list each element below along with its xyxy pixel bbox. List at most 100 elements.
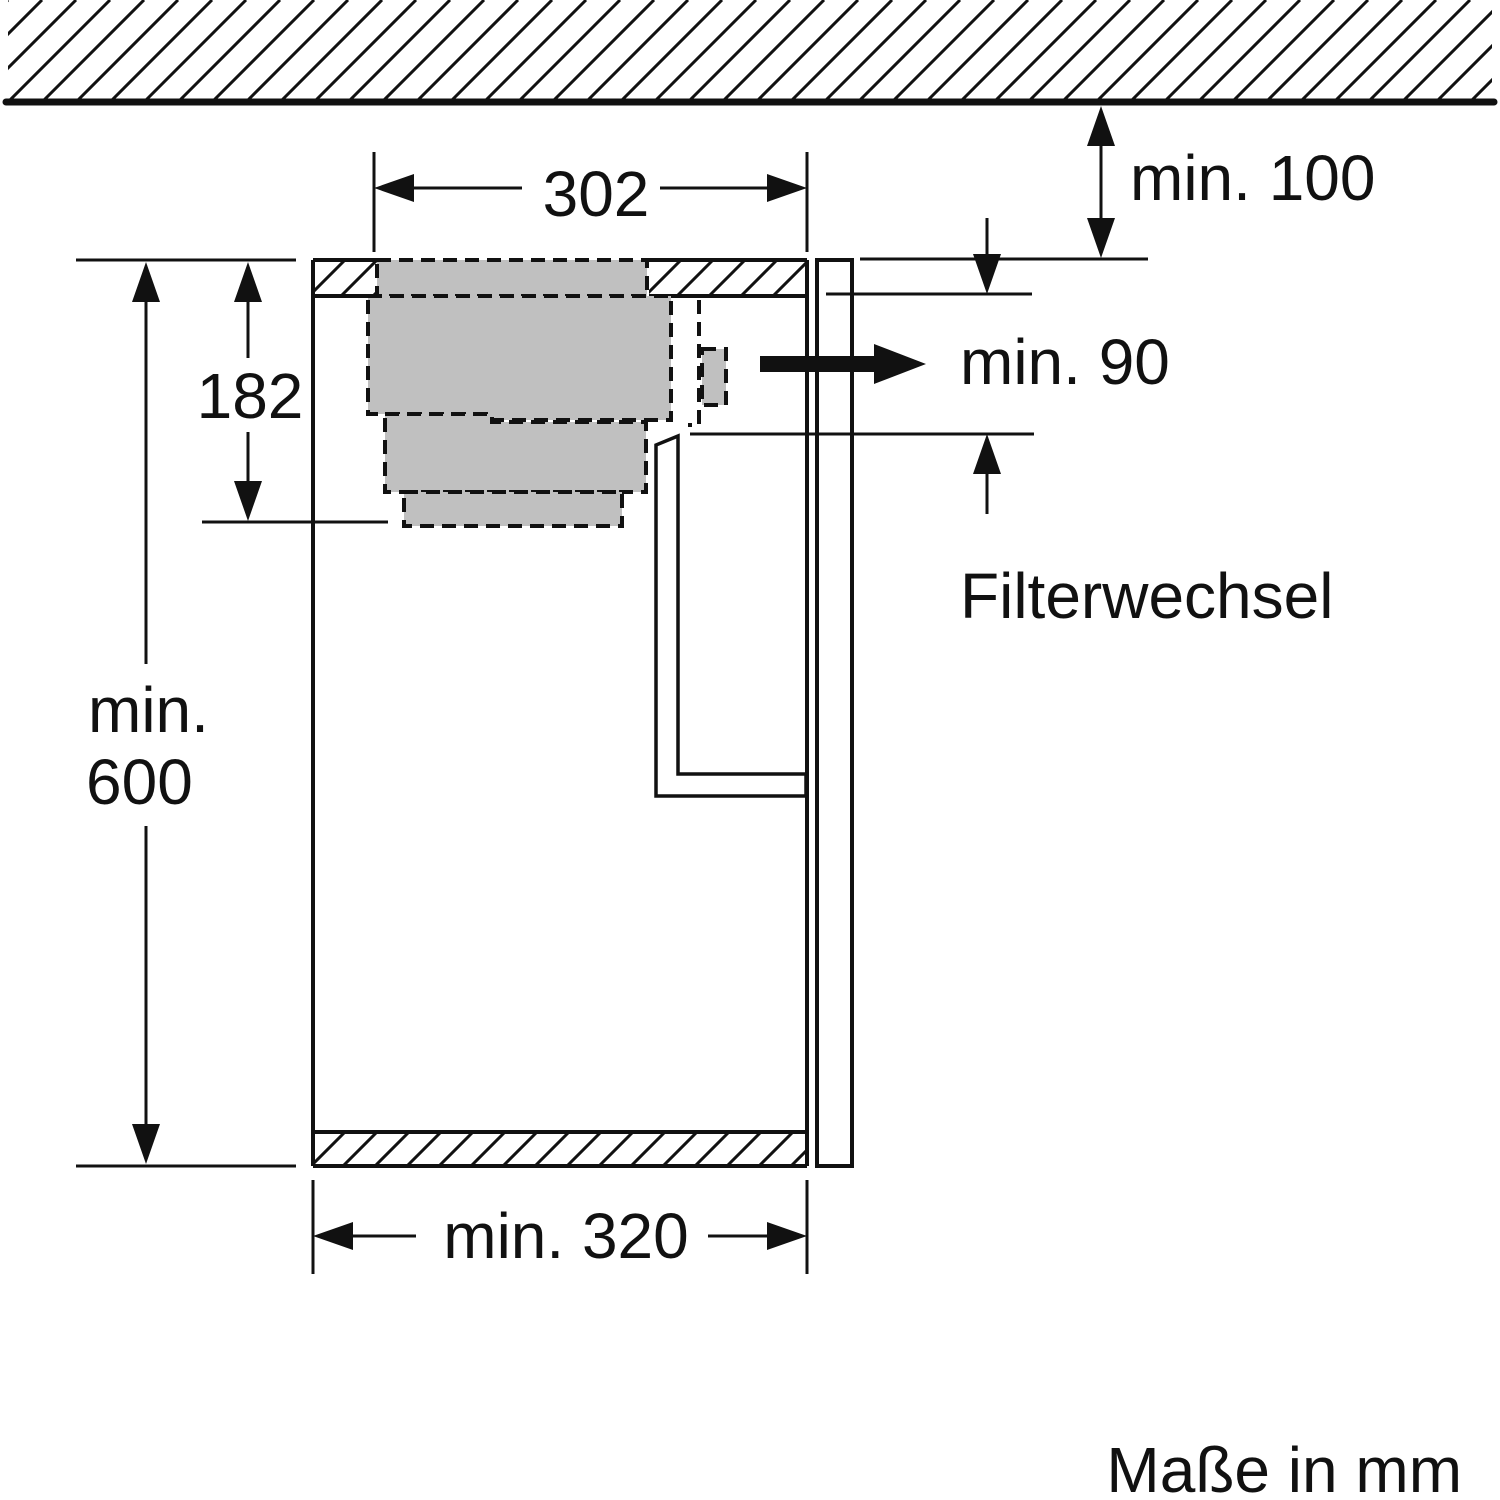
- hatch-line: [1468, 77, 1492, 102]
- hatch-line: [1264, 0, 1370, 102]
- appliance-outlet: [700, 347, 728, 407]
- hatch-line: [501, 1132, 539, 1166]
- hatch-line: [1196, 0, 1302, 102]
- hatch-line: [1366, 0, 1472, 102]
- hatch-line: [516, 0, 622, 102]
- hatch-line: [1332, 0, 1438, 102]
- hatch-line: [341, 1132, 379, 1166]
- hatch-line: [244, 0, 350, 102]
- dimension-lines: [76, 130, 1148, 1274]
- hatch-line: [856, 0, 962, 102]
- hatch-line: [686, 0, 792, 102]
- hatch-line: [584, 0, 690, 102]
- hatch-line: [550, 0, 656, 102]
- hatch-line: [1162, 0, 1268, 102]
- appliance-unit: [366, 258, 728, 528]
- hatch-line: [176, 0, 282, 102]
- hatch-line: [890, 0, 996, 102]
- appliance-lower-body: [402, 490, 624, 528]
- hatch-line: [1434, 43, 1492, 102]
- hatch-line: [313, 1132, 347, 1166]
- hatch-line: [992, 0, 1098, 102]
- label-ceiling-gap: min. 100: [1130, 142, 1375, 214]
- hatch-line: [1060, 0, 1166, 102]
- arrowhead: [973, 434, 1001, 474]
- hatch-line: [803, 291, 807, 296]
- hatch-line: [597, 1132, 635, 1166]
- label-width-302: 302: [543, 158, 650, 230]
- hatch-line: [437, 1132, 475, 1166]
- hatch-line: [210, 0, 316, 102]
- hatch-line: [693, 1132, 731, 1166]
- cabinet: [311, 258, 809, 1168]
- arrowhead: [973, 254, 1001, 294]
- hatch-line: [1026, 0, 1132, 102]
- hatch-line: [313, 260, 347, 295]
- cabinet-door: [815, 258, 854, 1168]
- hatch-line: [533, 1132, 571, 1166]
- hatch-line: [725, 1132, 763, 1166]
- hatch-line: [313, 1132, 315, 1135]
- hatch-line: [8, 0, 10, 3]
- arrowhead: [767, 1222, 807, 1250]
- label-side-gap: min. 90: [960, 326, 1170, 398]
- hatch-line: [74, 0, 180, 102]
- hatch-line: [278, 0, 384, 102]
- hatch-line: [1230, 0, 1336, 102]
- hatch-line: [675, 260, 715, 296]
- hatch-line: [339, 260, 377, 296]
- hatch-line: [373, 1132, 411, 1166]
- hatch-line: [482, 0, 588, 102]
- hatch-line: [837, 260, 873, 296]
- arrowhead: [767, 174, 807, 202]
- hatch-line: [448, 0, 554, 102]
- hatch-line: [771, 260, 807, 296]
- hatch-line: [649, 260, 683, 295]
- airflow-arrow: [760, 344, 926, 384]
- hatch-line: [414, 0, 520, 102]
- hatch-line: [1128, 0, 1234, 102]
- hatch-line: [739, 260, 779, 296]
- hatch-line: [1094, 0, 1200, 102]
- hatch-line: [924, 0, 1030, 102]
- hatch-line: [40, 0, 146, 102]
- label-filter-change: Filterwechsel: [960, 560, 1333, 632]
- shelf-bracket: [654, 433, 808, 798]
- hatch-line: [108, 0, 214, 102]
- dimension-arrowheads: [132, 106, 1115, 1250]
- label-units-note: Maße in mm: [1106, 1434, 1462, 1500]
- appliance-side-bracket: [688, 300, 701, 427]
- label-cabinet-width: min. 320: [443, 1200, 688, 1272]
- hatch-line: [789, 1147, 807, 1166]
- hatch-line: [822, 0, 928, 102]
- hatch-line: [247, 1132, 281, 1166]
- hatch-line: [312, 0, 418, 102]
- arrowhead: [234, 262, 262, 302]
- hatch-line: [142, 0, 248, 102]
- appliance-top-block: [375, 258, 649, 298]
- arrowhead: [132, 262, 160, 302]
- hatch-line: [8, 0, 44, 37]
- label-unit-height-182: 182: [197, 360, 304, 432]
- arrowhead: [313, 1222, 353, 1250]
- arrowhead: [374, 174, 414, 202]
- arrowhead: [234, 481, 262, 521]
- cabinet-top-left-panel: [313, 260, 377, 296]
- hatch-line: [380, 0, 486, 102]
- hatch-line: [661, 1132, 699, 1166]
- hatch-line: [652, 0, 758, 102]
- hatch-line: [958, 0, 1064, 102]
- appliance-middle-body: [383, 412, 648, 494]
- hatch-line: [313, 260, 315, 263]
- hatch-line: [618, 0, 724, 102]
- arrowhead: [1087, 218, 1115, 258]
- hatch-line: [346, 0, 452, 102]
- arrowhead: [132, 1124, 160, 1164]
- hatch-line: [565, 1132, 603, 1166]
- hatch-line: [788, 0, 894, 102]
- hatch-line: [8, 0, 112, 102]
- label-cabinet-height-line1: min.: [88, 674, 209, 746]
- hatch-line: [629, 1132, 667, 1166]
- label-cabinet-height-line2: 600: [86, 746, 193, 818]
- hatch-line: [720, 0, 826, 102]
